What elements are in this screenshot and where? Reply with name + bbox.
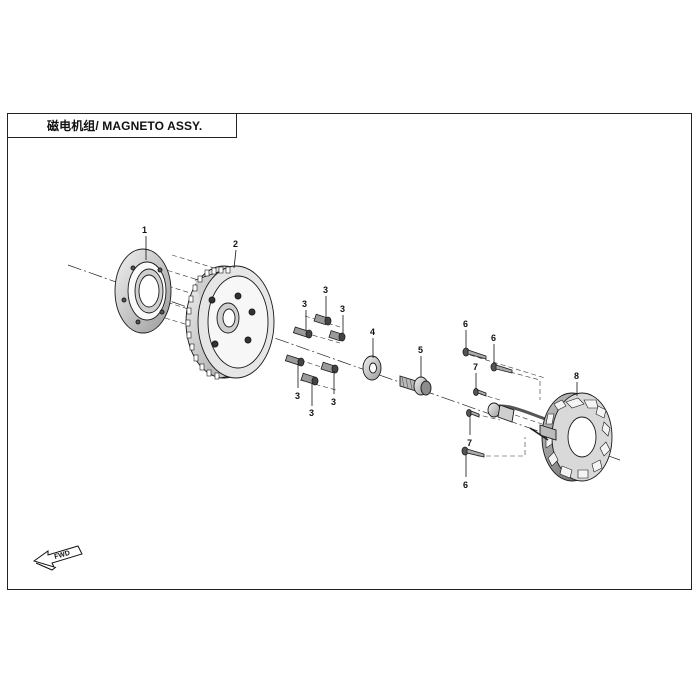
bolt-3b <box>313 313 332 326</box>
bolt-3a <box>292 326 313 339</box>
page-title: 磁电机组/ MAGNETO ASSY. <box>47 118 203 133</box>
leader-lines <box>145 236 578 477</box>
screw-6b <box>490 362 513 374</box>
callout-3: 3 <box>295 391 300 401</box>
part-4-washer <box>362 355 382 381</box>
screw-6a <box>462 347 487 360</box>
screw-6c <box>461 446 485 458</box>
callout-7: 7 <box>473 362 478 372</box>
callout-6: 6 <box>463 319 468 329</box>
callout-3: 3 <box>331 397 336 407</box>
fwd-arrow-icon: FWD <box>32 545 83 571</box>
callout-8: 8 <box>574 371 579 381</box>
callout-3: 3 <box>340 304 345 314</box>
screw-7a <box>473 388 487 397</box>
callout-3: 3 <box>309 408 314 418</box>
callout-1: 1 <box>142 225 147 235</box>
bolt-3e <box>300 372 319 386</box>
fwd-label: FWD <box>54 550 71 561</box>
callout-7: 7 <box>467 438 472 448</box>
part-6-screws <box>461 347 513 458</box>
callout-6: 6 <box>463 480 468 490</box>
part-7-screws <box>466 388 487 418</box>
callout-labels: 1 2 3 3 3 3 3 3 4 5 6 6 6 7 7 8 <box>142 225 579 490</box>
part-1-clutch-plate <box>114 248 172 334</box>
part-5-flange-bolt <box>399 375 432 396</box>
part-8-stator <box>487 392 613 482</box>
part-2-flywheel <box>185 265 275 380</box>
callout-3: 3 <box>323 285 328 295</box>
bolt-3c <box>328 330 346 342</box>
title-box: 磁电机组/ MAGNETO ASSY. <box>7 113 237 138</box>
bolt-3d <box>284 354 305 367</box>
screw-7b <box>466 409 480 418</box>
bolt-3f <box>320 361 339 374</box>
callout-6: 6 <box>491 333 496 343</box>
callout-5: 5 <box>418 345 423 355</box>
part-3-bolts <box>284 313 346 386</box>
drawing-frame <box>7 113 692 590</box>
callout-2: 2 <box>233 239 238 249</box>
callout-3: 3 <box>302 299 307 309</box>
callout-4: 4 <box>370 327 375 337</box>
